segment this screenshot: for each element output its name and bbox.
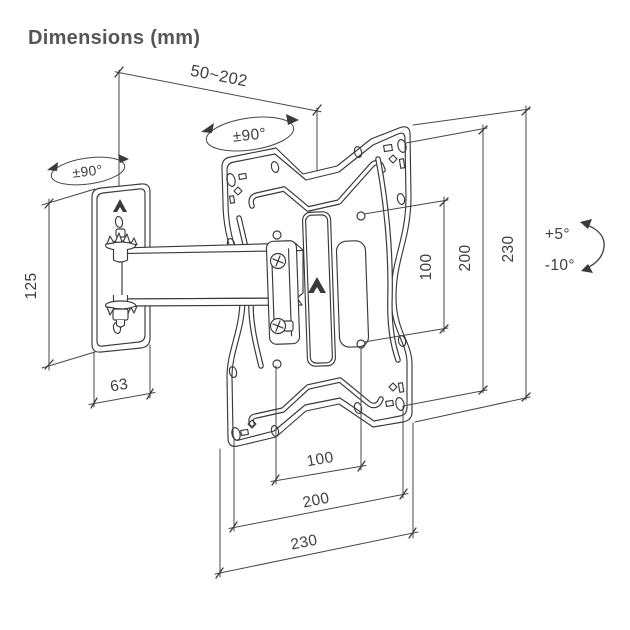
dim-right-200 [402,124,488,407]
dim-bottom-230 [214,422,419,579]
bottom-zigzag-slot [248,377,384,427]
dim-extension-range [114,66,322,187]
brand-triangle-logo [308,277,326,293]
label-right-200: 200 [457,244,474,271]
vesa-plate [221,126,413,447]
right-panel-cutout [335,240,370,348]
label-right-100: 100 [418,253,435,280]
label-swivel-arm: ±90° [72,162,104,181]
wall-plate-logo [113,199,127,212]
right-curved-slot [375,156,401,363]
dim-wall-height-125 [41,188,96,371]
page-title: Dimensions (mm) [28,27,200,49]
pivot-knob-bottom [104,295,138,328]
label-wall-width-63: 63 [109,376,130,396]
stamped-marks [228,143,406,437]
dim-right-100 [363,196,449,343]
dim-bottom-200 [228,405,409,533]
label-bottom-230: 230 [289,532,319,554]
label-right-230: 230 [500,235,517,262]
dim-wall-width-63 [88,344,156,409]
swivel-arrow-plate [201,114,299,152]
label-tilt-up: +5° [545,226,570,243]
hinge-screw-bottom [269,317,294,335]
dim-bottom-100 [270,347,367,486]
label-swivel-plate: ±90° [232,125,267,145]
label-tilt-down: -10° [545,257,575,274]
tilt-arrow [580,219,605,273]
wall-plate-inner [96,188,146,347]
label-bottom-200: 200 [301,490,331,512]
swivel-arrow-arm [47,154,129,186]
pivot-knob-top [104,228,138,263]
wall-plate-top-hole [114,215,124,229]
dim-right-230 [412,105,531,423]
hinge-screw-top [269,252,287,270]
label-wall-height-125: 125 [23,272,40,299]
label-extension-range: 50~202 [189,62,249,91]
vesa-holes [272,211,366,369]
corner-holes [226,139,407,441]
label-bottom-100: 100 [305,449,335,470]
